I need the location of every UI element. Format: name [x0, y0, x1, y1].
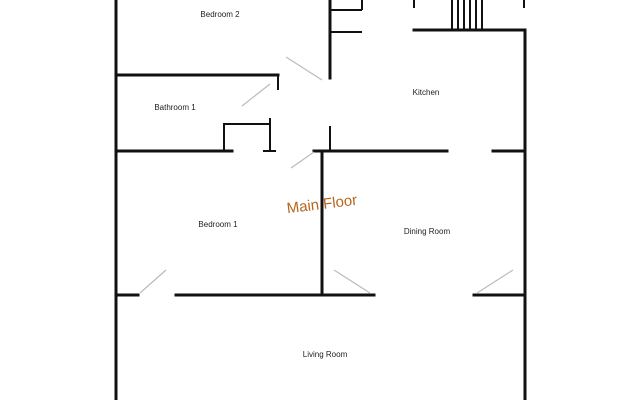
door-swing-bedroom2: [285, 56, 323, 81]
room-label-bedroom1: Bedroom 1: [198, 220, 238, 229]
walls: [114, 0, 527, 400]
door-swing-bathroom: [241, 83, 271, 107]
room-label-living: Living Room: [303, 350, 348, 359]
room-label-dining: Dining Room: [404, 227, 451, 236]
bathroom-fixture: [223, 123, 270, 151]
door-swing-bedroom1: [139, 269, 167, 294]
room-label-bathroom1: Bathroom 1: [154, 103, 196, 112]
door-swings: [139, 56, 514, 294]
room-labels: Bedroom 2 Bathroom 1 Kitchen Bedroom 1 D…: [154, 10, 450, 359]
door-swing-dining-left: [333, 269, 371, 294]
room-label-bedroom2: Bedroom 2: [200, 10, 240, 19]
door-swing-hall: [290, 151, 315, 169]
stairs: [451, 0, 483, 30]
door-swing-dining-right: [476, 269, 514, 294]
room-label-kitchen: Kitchen: [413, 88, 440, 97]
